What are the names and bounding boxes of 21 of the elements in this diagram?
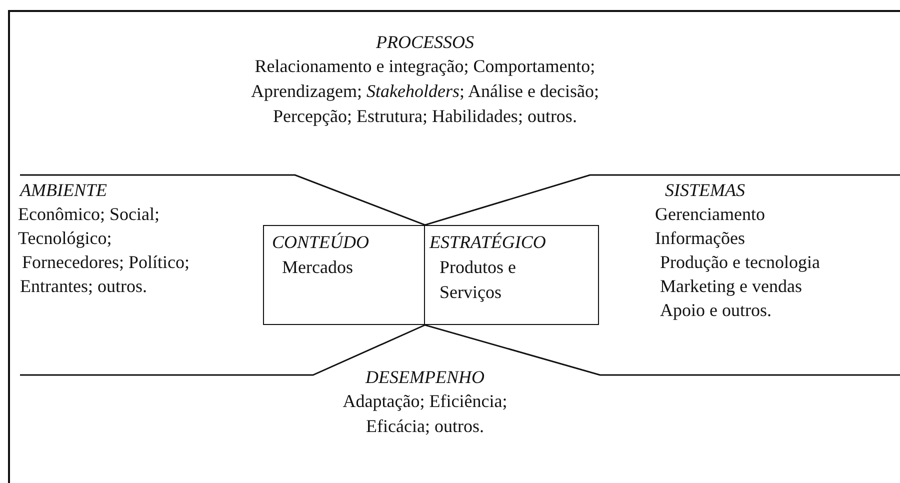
section-text: Tecnológico; [18,228,112,248]
section-text: Gerenciamento [655,204,765,224]
section-heading: DESEMPENHO [366,367,484,387]
box-heading: ESTRATÉGICO [430,231,546,254]
section-text: Informações [655,228,745,248]
content-box [263,225,425,325]
section-heading: PROCESSOS [376,32,474,52]
section-text: Adaptação; Eficiência; Eficácia; outros. [342,391,508,436]
box-heading: CONTEÚDO [272,231,370,254]
section-heading: SISTEMAS [665,180,745,200]
section-text: Econômico; Social; [18,204,160,224]
section-heading: AMBIENTE [20,180,107,200]
section-text: Entrantes; outros. [20,276,147,296]
section-text: Produção e tecnologia [660,252,820,272]
box-text: Mercados [281,256,354,279]
box-text: Produtos e Serviços [438,256,517,304]
section-text: Apoio e outros. [660,300,772,320]
section-text: Relacionamento e integração; Comportamento; Aprendizagem; Stakeholders; Análise e decisão; Percepção; Estrutura; Habilidades; outros. [251,56,599,126]
section-text: Fornecedores; Político; [22,252,190,272]
content-box [424,225,598,325]
section-text: Marketing e vendas [660,276,802,296]
